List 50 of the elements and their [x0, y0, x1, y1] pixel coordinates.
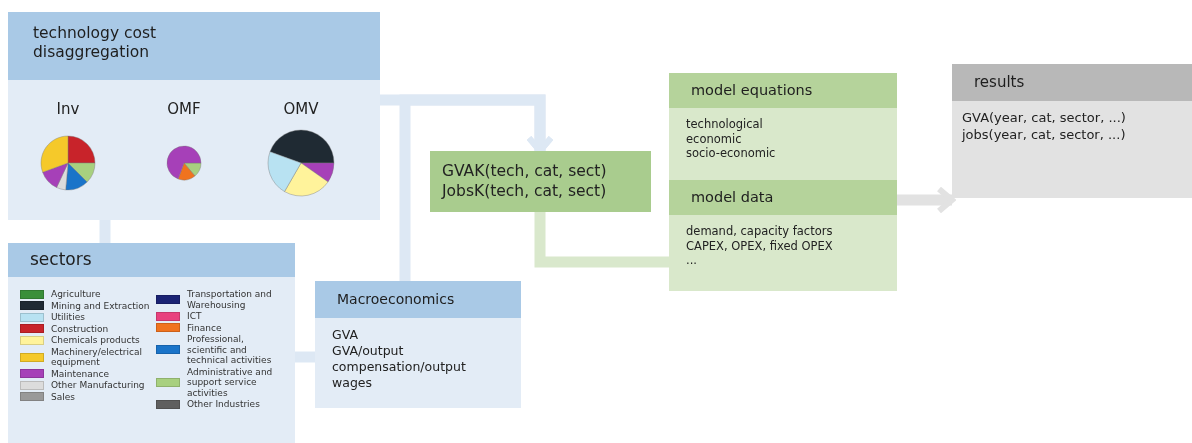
pie-label: OMF: [167, 100, 201, 118]
body-text: wages: [332, 375, 374, 391]
box-header: model equations: [669, 73, 897, 108]
box-header: sectors: [8, 243, 295, 277]
legend-label: Agriculture: [51, 289, 102, 300]
process-box: [315, 281, 521, 408]
process-box: [952, 64, 1192, 198]
legend-label: Administrative and support service activities: [187, 366, 274, 398]
body-text: compensation/output: [332, 359, 467, 375]
box-header: model data: [669, 180, 897, 215]
process-box: [8, 12, 380, 220]
body-text: GVA(year, cat, sector, ...): [962, 110, 1127, 127]
legend-label: Other Manufacturing: [51, 380, 146, 391]
connector-line: [534, 212, 669, 268]
process-box: [8, 243, 295, 443]
legend-label: Sales: [51, 391, 76, 402]
legend-label: Professional, scientific and technical activities: [187, 334, 273, 366]
legend-label: Other Industries: [187, 399, 261, 410]
legend-label: Machinery/electrical equipment: [51, 346, 143, 368]
legend-label: Finance: [187, 322, 223, 333]
connector-line: [99, 220, 111, 243]
legend-label: Chemicals products: [51, 335, 141, 346]
body-text: demand, capacity factors: [686, 224, 834, 239]
legend-label: Construction: [51, 323, 110, 334]
box-header: technology cost disaggregation: [8, 12, 380, 80]
pie-label: OMV: [283, 100, 319, 118]
box-header: results: [952, 64, 1192, 101]
pie-label: Inv: [56, 100, 80, 118]
body-text: CAPEX, OPEX, fixed OPEX: [686, 238, 834, 254]
formula-text: JobsK(tech, cat, sect): [442, 181, 608, 202]
body-text: GVA/output: [332, 343, 405, 359]
legend-label: Maintenance: [51, 368, 110, 379]
legend-label: Transportation and Warehousing: [187, 289, 273, 310]
legend-label: Utilities: [51, 312, 86, 323]
body-text: jobs(year, cat, sector, ...): [962, 126, 1127, 144]
legend-label: Mining and Extraction: [51, 300, 151, 311]
process-box: [669, 73, 897, 180]
body-text: GVA: [332, 327, 359, 343]
process-box: [669, 180, 897, 291]
formula-text: GVAK(tech, cat, sect): [442, 162, 608, 182]
connector-line: [295, 351, 315, 363]
box-header: Macroeconomics: [315, 281, 521, 318]
process-box: [430, 151, 651, 212]
body-text: ...: [686, 253, 698, 269]
body-text: socio-economic: [686, 146, 777, 162]
arrow: [399, 94, 554, 281]
arrow: [897, 186, 955, 214]
body-text: technological: [686, 117, 764, 132]
legend-label: ICT: [187, 311, 203, 322]
body-text: economic: [686, 131, 743, 147]
